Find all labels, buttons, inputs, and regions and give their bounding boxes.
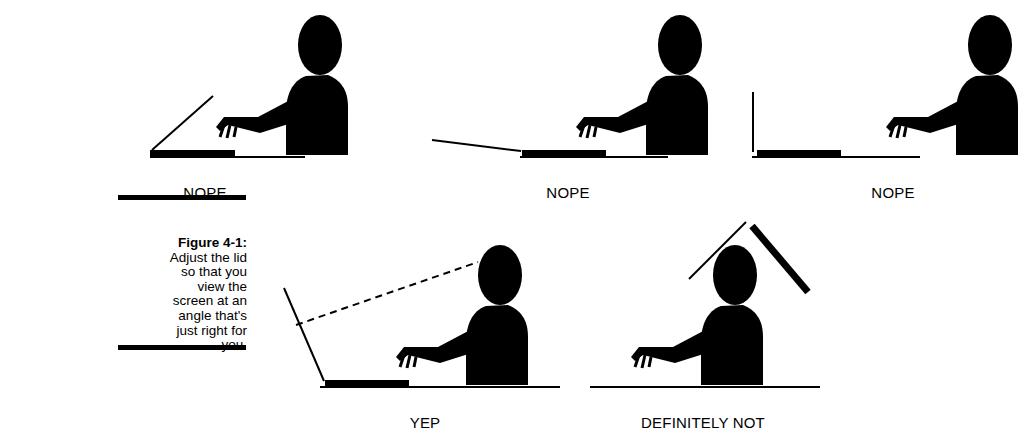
scene <box>150 15 348 157</box>
scene <box>284 245 560 387</box>
verdict-label: NOPE <box>546 184 589 201</box>
verdict-label: NOPE <box>871 184 914 201</box>
verdict-label: DEFINITELY NOT <box>641 414 765 431</box>
caption-bar <box>118 195 246 200</box>
verdict-label: YEP <box>410 414 441 431</box>
verdict-label: NOPE <box>183 184 226 201</box>
scene <box>752 15 1018 157</box>
scene <box>590 222 820 387</box>
figure-caption: Figure 4-1: Adjust the lid so that you v… <box>155 236 247 353</box>
scene <box>432 15 708 157</box>
